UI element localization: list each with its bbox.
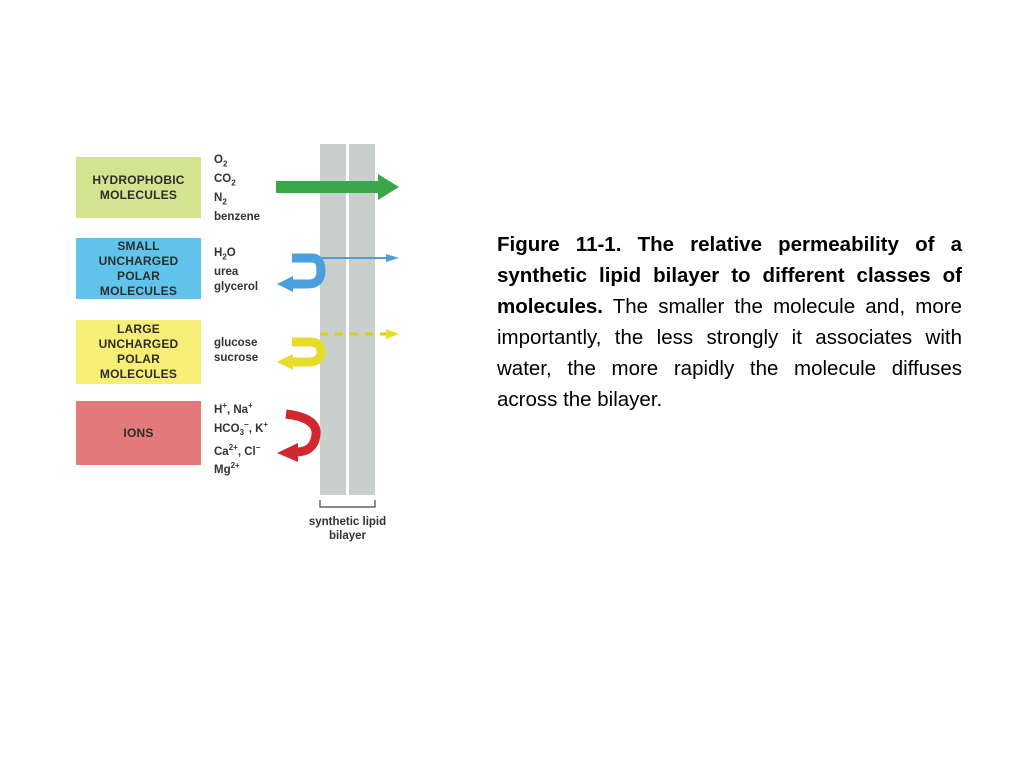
large-polar-arrow — [277, 329, 399, 370]
bilayer-leaflet-left — [320, 144, 346, 495]
large-polar-box: LARGE UNCHARGED POLAR MOLECULES — [76, 320, 201, 384]
small-polar-box: SMALL UNCHARGED POLAR MOLECULES — [76, 238, 201, 299]
ion-ca-cl: Ca2+, Cl− — [214, 442, 261, 458]
ions-box: IONS — [76, 401, 201, 465]
ion-list: H+, Na+ HCO3−, K+ Ca2+, Cl− Mg2+ — [214, 399, 268, 478]
bilayer-bracket — [319, 500, 376, 508]
ion-hco3-k: HCO3−, K+ — [214, 419, 269, 437]
ion-mg: Mg2+ — [214, 461, 240, 476]
figure-caption: Figure 11-1. The relative permeability o… — [497, 229, 962, 415]
small-polar-arrow — [277, 253, 399, 292]
ions-arrow — [277, 409, 321, 462]
molecule-n2: N2 — [214, 192, 227, 207]
molecule-co2: CO2 — [214, 173, 236, 188]
hydrophobic-molecules: O2 CO2 N2 benzene — [214, 153, 260, 225]
caption-text: The smaller the molecule and, more impor… — [497, 295, 962, 411]
small-polar-molecules: H2O urea glycerol — [214, 246, 258, 295]
large-polar-molecules: glucose sucrose — [214, 336, 258, 366]
hydrophobic-arrow — [276, 174, 399, 200]
bilayer-label: synthetic lipid bilayer — [308, 516, 387, 542]
hydrophobic-box: HYDROPHOBIC MOLECULES — [76, 157, 201, 218]
molecule-sucrose: sucrose — [214, 351, 259, 364]
molecule-glucose: glucose — [214, 337, 258, 349]
molecule-h2o: H2O — [214, 247, 236, 262]
caption-bold: Figure 11-1. The relative permeability o… — [497, 233, 962, 318]
molecule-benzene: benzene — [214, 211, 261, 224]
molecule-o2: O2 — [214, 154, 228, 169]
molecule-glycerol: glycerol — [214, 280, 259, 293]
molecule-urea: urea — [214, 266, 239, 279]
bilayer-leaflet-right — [349, 144, 375, 495]
ion-h-na: H+, Na+ — [214, 401, 253, 416]
